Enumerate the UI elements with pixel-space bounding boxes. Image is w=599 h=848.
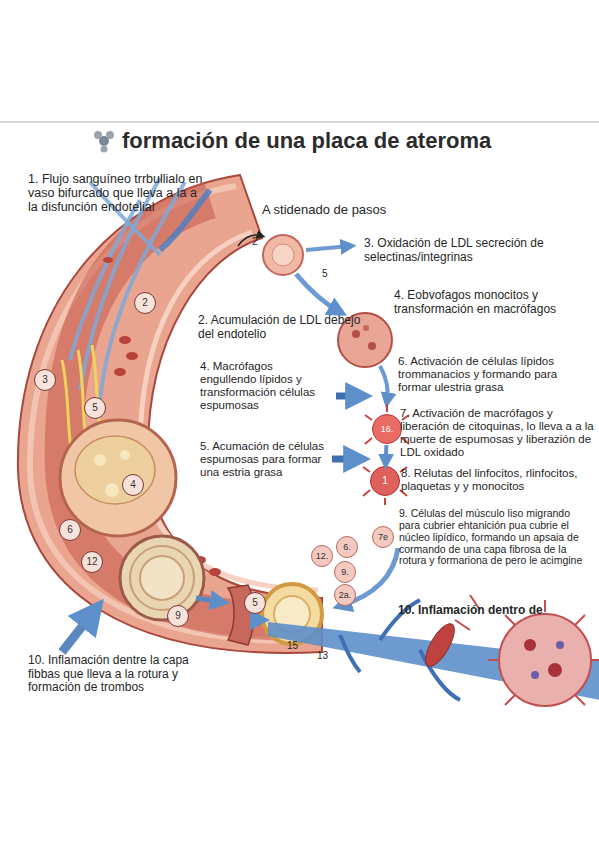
callout-number: 5 bbox=[322, 268, 342, 279]
step-label: 4. Eobvofagos monocitos y transformación… bbox=[394, 289, 584, 316]
flow-arrow bbox=[250, 618, 262, 623]
callout-number: 5 bbox=[252, 598, 258, 608]
step-label: 5. Acumación de células espumosas para f… bbox=[200, 440, 330, 479]
step-label: 8. Rélutas del linfocitos, rlinfocitos, … bbox=[401, 467, 586, 493]
fibrous-cap bbox=[120, 536, 204, 620]
callout-number: 16. bbox=[381, 425, 394, 434]
callout-circle: 6. bbox=[336, 536, 358, 558]
callout-number: 9 bbox=[175, 611, 181, 621]
callout-circle: 5 bbox=[244, 592, 266, 614]
step-arrow bbox=[380, 366, 388, 402]
step-arrow bbox=[238, 235, 262, 246]
step-label: 1. Flujo sanguíneo trrbullialo en vaso b… bbox=[28, 172, 206, 214]
platelet bbox=[420, 620, 460, 671]
callout-number: 9. bbox=[341, 568, 349, 577]
step-label: 6. Activación de células lípidos tromman… bbox=[398, 355, 593, 394]
step-label: 3. Oxidación de LDL secreción de selecti… bbox=[364, 237, 564, 264]
callout-number: 2a. bbox=[339, 591, 352, 600]
inflamed-cell bbox=[499, 614, 591, 706]
callout-number: 3 bbox=[42, 375, 48, 385]
plaque bbox=[60, 420, 176, 536]
callout-circle: 2 bbox=[134, 292, 156, 314]
step-arrow bbox=[336, 393, 362, 400]
callout-circle: 12 bbox=[81, 551, 103, 573]
flow-arrow bbox=[62, 610, 95, 652]
callout-circle: 12. bbox=[311, 545, 333, 567]
callout-number: 6. bbox=[343, 543, 351, 552]
callout-circle: 3 bbox=[34, 369, 56, 391]
callout-circle: 4 bbox=[122, 474, 144, 496]
step-arrow bbox=[332, 456, 360, 463]
step-arrow bbox=[306, 246, 350, 250]
endothelial-cell bbox=[263, 235, 303, 275]
callout-number: 13 bbox=[317, 650, 347, 661]
callout-circle: 9 bbox=[167, 605, 189, 627]
callout-number: 1 bbox=[382, 476, 388, 486]
callout-number: 12. bbox=[316, 552, 329, 561]
callout-number: 6 bbox=[67, 525, 73, 535]
callout-circle: 1 bbox=[370, 466, 400, 496]
callout-number: 2 bbox=[142, 298, 148, 308]
callout-number: 7e bbox=[378, 533, 388, 542]
diagram-title: formación de una placa de ateroma bbox=[122, 128, 491, 154]
callout-number: 4 bbox=[130, 480, 136, 490]
step-label: A stidenado de pasos bbox=[262, 203, 432, 218]
step-arrow bbox=[296, 274, 340, 312]
title-icon bbox=[94, 131, 114, 153]
separator-line bbox=[0, 122, 599, 123]
callout-number: 12 bbox=[86, 557, 97, 567]
step-label: 10. Inflamación dentre la capa fibbas qu… bbox=[28, 654, 200, 695]
adventitia-layer bbox=[30, 186, 318, 641]
callout-circle: 6 bbox=[59, 519, 81, 541]
artery-wall bbox=[18, 175, 322, 653]
callout-number: 2 bbox=[252, 236, 272, 247]
callout-number: 15 bbox=[287, 640, 317, 651]
flow-arrow bbox=[196, 598, 222, 602]
step-label: 10. Inflamación dentro de bbox=[398, 604, 593, 618]
step-label: 2. Acumulación de LDL debejo del endotel… bbox=[198, 314, 363, 341]
callout-circle: 16. bbox=[372, 414, 402, 444]
step-label: 4. Macrófagos engullendo lípidos y trans… bbox=[200, 360, 332, 412]
step-label: 9. Células del músculo liso migrando par… bbox=[399, 508, 584, 567]
step-label: 7. Activación de macrófagos y liberación… bbox=[400, 407, 597, 459]
callout-number: 5 bbox=[92, 403, 98, 413]
callout-circle: 7e bbox=[372, 526, 394, 548]
callout-circle: 5 bbox=[84, 397, 106, 419]
callout-circle: 2a. bbox=[334, 584, 356, 606]
process-arrow bbox=[384, 445, 389, 465]
callout-circle: 9. bbox=[334, 561, 356, 583]
